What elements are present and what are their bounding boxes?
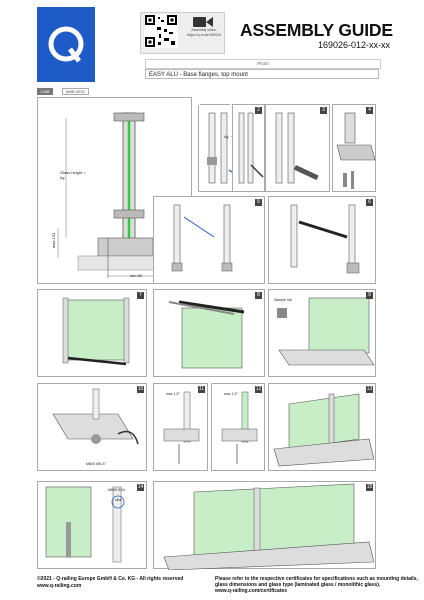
step-5-panel: 5 xyxy=(153,196,265,284)
step-12-panel: 12 max 1,5° xyxy=(211,383,265,471)
step-14-panel: 14 M8X0 5:04 click xyxy=(37,481,147,569)
qr-code-icon[interactable] xyxy=(144,14,178,48)
footer-right: Please refer to the respective certifica… xyxy=(215,576,420,594)
photo-label: Photo xyxy=(145,59,381,69)
step-8-panel: 8 xyxy=(153,289,265,377)
step-number: 9 xyxy=(366,292,373,299)
step-13-panel: 13 xyxy=(268,383,376,471)
spacer2 xyxy=(230,104,231,105)
copyright: ©2021 - Q-railing Europe GmbH & Co. KG -… xyxy=(37,576,184,582)
step-number: 3 xyxy=(320,107,327,114)
step-2-panel: 2 xyxy=(232,104,265,192)
step-number: 7 xyxy=(137,292,144,299)
spacer5 xyxy=(231,104,232,105)
step-11-panel: 11 max 1,5° xyxy=(153,383,208,471)
step9-label: Sample m6 xyxy=(274,298,292,302)
spacer4 xyxy=(199,104,200,105)
certificate-link[interactable]: www.q-railing.com/certificates xyxy=(215,588,288,594)
step-number: 5 xyxy=(255,199,262,206)
certificate-note: Please refer to the respective certifica… xyxy=(215,576,418,588)
step-3-panel: 3 xyxy=(265,104,330,192)
step12-label: max 1,5° xyxy=(224,392,238,396)
step-7-panel: 7 xyxy=(37,289,147,377)
step-6-panel: 6 xyxy=(268,196,376,284)
step-number: 8 xyxy=(255,292,262,299)
step-number: 2 xyxy=(255,107,262,114)
footer-left: ©2021 - Q-railing Europe GmbH & Co. KG -… xyxy=(37,576,183,590)
product-subtitle: EASY ALU - Base flanges, top mount xyxy=(145,69,379,79)
glass-height-label: Glass height = hg xyxy=(60,170,86,180)
step-number: 15 xyxy=(366,484,373,491)
step-15-panel: 15 xyxy=(153,481,376,571)
step14-label: M8X0 5:04 xyxy=(108,488,125,492)
step-number: 10 xyxy=(137,386,144,393)
step10-label: M8X0 M6:27 xyxy=(86,462,106,466)
step-4-panel: 4 xyxy=(332,104,376,192)
step-number: 12 xyxy=(255,386,262,393)
step-number: 4 xyxy=(366,107,373,114)
step-9-panel: 9 Sample m6 xyxy=(268,289,376,377)
dim-side-label: max 150 xyxy=(51,232,57,249)
step-number: 6 xyxy=(366,199,373,206)
step11-label: max 1,5° xyxy=(166,392,180,396)
page-title: ASSEMBLY GUIDE xyxy=(240,20,393,40)
step-10-panel: 10 M8X0 M6:27 xyxy=(37,383,147,471)
step-number: 13 xyxy=(366,386,373,393)
video-link-text[interactable]: Assembly video: https://q-rs.de/169026 xyxy=(186,28,222,37)
q-railing-logo xyxy=(37,7,95,82)
website-link[interactable]: www.q-railing.com xyxy=(37,583,82,589)
step14-click: click xyxy=(115,498,122,502)
spacer9 xyxy=(198,104,199,105)
step-number: 14 xyxy=(137,484,144,491)
video-camera-icon xyxy=(193,15,213,33)
system-tag: 1-MB xyxy=(37,88,53,95)
part-number: 169026-012-xx-xx xyxy=(318,40,391,50)
step-number: 11 xyxy=(198,386,205,393)
dim-bottom-label: min 80 xyxy=(130,273,143,278)
model-tag: MBB 9026 xyxy=(62,88,89,95)
